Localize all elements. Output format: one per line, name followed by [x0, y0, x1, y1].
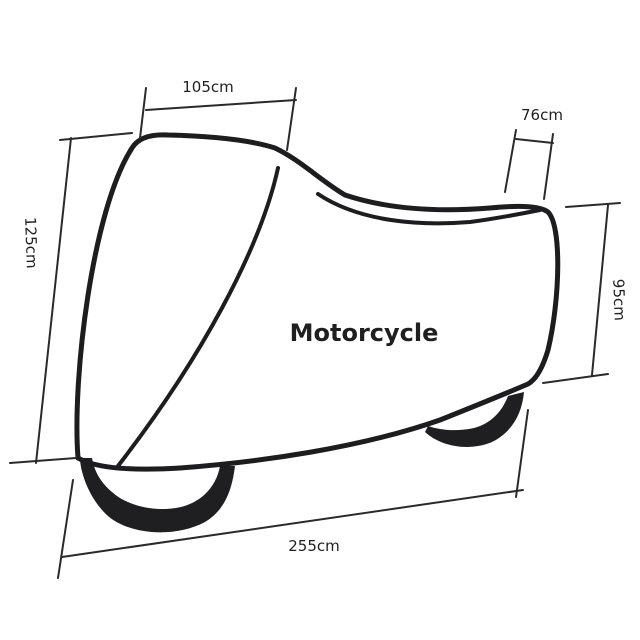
rear-wheel — [425, 392, 524, 447]
dimension-total-length: 255cm — [57, 409, 529, 579]
label-rear-width: 76cm — [521, 106, 563, 124]
label-total-length: 255cm — [288, 537, 340, 555]
windscreen-line — [116, 166, 280, 468]
label-top-length: 105cm — [182, 78, 234, 96]
seat-line — [316, 192, 542, 226]
dimension-top-length: 105cm — [139, 78, 297, 151]
cover-outline — [74, 132, 561, 472]
front-wheel — [80, 458, 235, 533]
diagram-title: Motorcycle — [290, 319, 439, 347]
label-front-height: 125cm — [21, 217, 41, 269]
dimension-front-height: 125cm — [9, 132, 133, 464]
dimension-rear-width: 76cm — [504, 106, 563, 200]
dimension-rear-height: 95cm — [542, 202, 629, 384]
label-rear-height: 95cm — [609, 279, 628, 322]
